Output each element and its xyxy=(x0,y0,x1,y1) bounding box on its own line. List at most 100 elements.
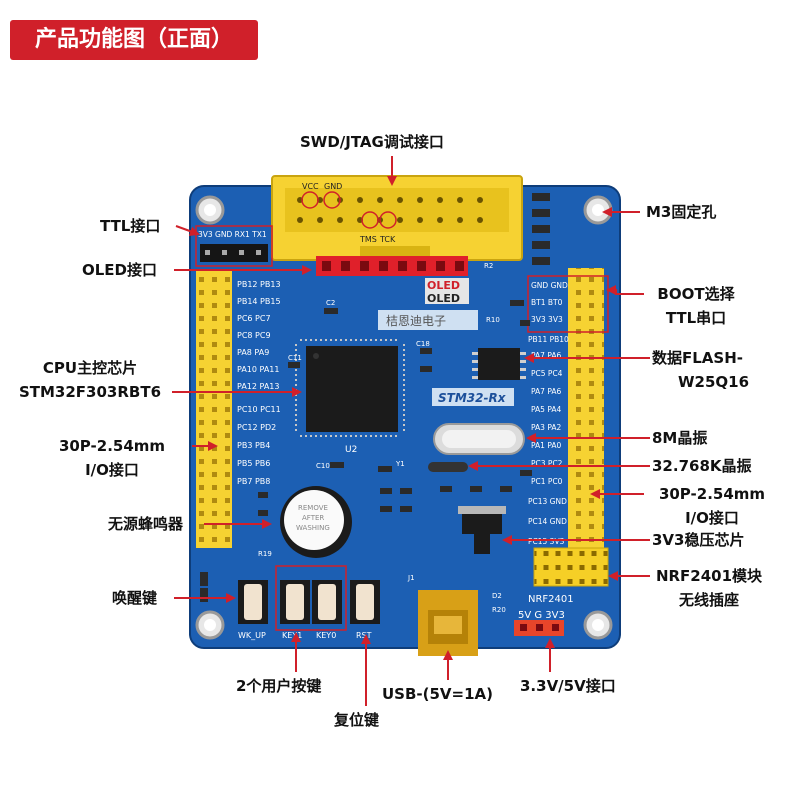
label-regulator: 3V3稳压芯片 xyxy=(652,531,745,549)
power-pin-header: 5V G 3V3 xyxy=(514,610,565,636)
svg-text:PA5 PA4: PA5 PA4 xyxy=(531,405,562,414)
right-pin-labels: GND GND BT1 BT0 3V3 3V3 PB11 PB10 PA7 PA… xyxy=(528,281,569,546)
label-cpu-1: CPU主控芯片 xyxy=(42,359,138,377)
svg-text:BT1 BT0: BT1 BT0 xyxy=(531,298,563,307)
regulator-chip xyxy=(458,506,506,554)
vcc-text: VCC xyxy=(302,182,319,191)
c18-text: C18 xyxy=(416,340,430,348)
label-io-left-1: 30P-2.54mm xyxy=(58,437,166,455)
svg-text:PC6 PC7: PC6 PC7 xyxy=(237,314,271,323)
crystal-32k xyxy=(428,462,468,472)
resistor-column xyxy=(532,193,550,265)
rst-silk: RST xyxy=(356,631,372,640)
svg-text:PC3 PC2: PC3 PC2 xyxy=(531,459,563,468)
label-usb: USB-(5V=1A) xyxy=(382,685,494,703)
svg-text:PC1 PC0: PC1 PC0 xyxy=(531,477,563,486)
oled-silk-1: OLED xyxy=(427,279,460,292)
usb-connector xyxy=(418,590,478,656)
svg-text:PA7 PA6: PA7 PA6 xyxy=(531,351,562,360)
right-io-header xyxy=(527,268,609,550)
c11-text: C11 xyxy=(288,354,302,362)
flash-chip xyxy=(472,348,526,380)
svg-text:PC14 GND: PC14 GND xyxy=(528,517,567,526)
svg-text:PB7 PB8: PB7 PB8 xyxy=(237,477,270,486)
label-flash-2: W25Q16 xyxy=(678,373,750,391)
label-nrf-1: NRF2401模块 xyxy=(655,567,763,585)
nrf-silk: NRF2401 xyxy=(528,594,574,605)
svg-text:PB14 PB15: PB14 PB15 xyxy=(237,297,281,306)
oled-silk-2: OLED xyxy=(427,292,460,305)
svg-text:AFTER: AFTER xyxy=(302,514,324,522)
label-m3-hole: M3固定孔 xyxy=(646,203,717,221)
ttl-header: 3V3 GND RX1 TX1 xyxy=(195,225,273,267)
label-boot: BOOT选择 xyxy=(657,285,735,303)
tms-text: TMS xyxy=(359,235,377,244)
label-flash-1: 数据FLASH- xyxy=(652,349,743,367)
c2-text: C2 xyxy=(326,299,335,307)
svg-text:GND GND: GND GND xyxy=(531,281,568,290)
svg-text:PC15 3V3: PC15 3V3 xyxy=(528,537,565,546)
key1-silk: KEY1 xyxy=(282,631,302,640)
label-io-right-1: 30P-2.54mm xyxy=(658,485,766,503)
label-io-left-2: I/O接口 xyxy=(85,461,139,479)
left-pin-labels: PB12 PB13 PB14 PB15 PC6 PC7 PC8 PC9 PA8 … xyxy=(237,280,281,486)
j1-text: J1 xyxy=(407,574,415,582)
svg-text:PA10 PA11: PA10 PA11 xyxy=(237,365,279,374)
label-swd-jtag: SWD/JTAG调试接口 xyxy=(300,133,444,151)
label-nrf-2: 无线插座 xyxy=(678,591,739,609)
oled-connector: OLED OLED xyxy=(316,256,469,305)
page-title: 产品功能图（正面） xyxy=(10,20,258,60)
callout-arrows xyxy=(172,156,650,706)
small-components xyxy=(200,300,532,602)
svg-text:PA8 PA9: PA8 PA9 xyxy=(237,348,269,357)
label-crystal-8m: 8M晶振 xyxy=(652,429,708,447)
r20-text: R20 xyxy=(492,606,506,614)
svg-text:PA1 PA0: PA1 PA0 xyxy=(531,441,562,450)
power-silk: 5V G 3V3 xyxy=(518,610,565,621)
svg-text:PC13 GND: PC13 GND xyxy=(528,497,567,506)
c10-text: C10 xyxy=(316,462,330,470)
wkup-silk: WK_UP xyxy=(238,631,266,640)
svg-text:PB12 PB13: PB12 PB13 xyxy=(237,280,281,289)
svg-text:PC8 PC9: PC8 PC9 xyxy=(237,331,271,340)
svg-text:PC12 PD2: PC12 PD2 xyxy=(237,423,276,432)
svg-text:PC5 PC4: PC5 PC4 xyxy=(531,369,563,378)
tck-text: TCK xyxy=(379,235,396,244)
cpu-chip: U2 xyxy=(295,339,405,455)
svg-text:WASHING: WASHING xyxy=(296,524,330,532)
r19-text: R19 xyxy=(258,550,272,558)
svg-text:PA7 PA6: PA7 PA6 xyxy=(531,387,562,396)
label-io-right-2: I/O接口 xyxy=(685,509,739,527)
label-buzzer: 无源蜂鸣器 xyxy=(108,515,184,533)
buttons: WK_UP KEY1 KEY0 RST xyxy=(238,565,380,640)
label-user-keys: 2个用户按键 xyxy=(236,677,322,695)
svg-text:REMOVE: REMOVE xyxy=(298,504,328,512)
maker-silkscreen: 桔恩迪电子 xyxy=(386,314,446,328)
label-wakeup: 唤醒键 xyxy=(112,589,158,607)
buzzer: REMOVE AFTER WASHING xyxy=(280,486,352,558)
label-reset: 复位键 xyxy=(334,711,380,729)
svg-text:PA3 PA2: PA3 PA2 xyxy=(531,423,562,432)
label-power-pins: 3.3V/5V接口 xyxy=(520,677,616,695)
label-oled: OLED接口 xyxy=(82,261,158,279)
r10-text: R10 xyxy=(486,316,500,324)
svg-text:PB3 PB4: PB3 PB4 xyxy=(237,441,270,450)
jtag-connector: VCC GND TMS TCK xyxy=(271,175,523,261)
svg-text:PB5 PB6: PB5 PB6 xyxy=(237,459,270,468)
ttl-header-text: 3V3 GND RX1 TX1 xyxy=(198,230,267,239)
label-crystal-32k: 32.768K晶振 xyxy=(652,457,752,475)
svg-text:3V3 3V3: 3V3 3V3 xyxy=(531,315,563,324)
gnd-text: GND xyxy=(324,182,342,191)
y1-text: Y1 xyxy=(395,460,405,468)
svg-text:PB11 PB10: PB11 PB10 xyxy=(528,335,569,344)
left-io-header xyxy=(196,270,232,548)
label-cpu-2: STM32F303RBT6 xyxy=(18,383,162,401)
crystal-8m xyxy=(433,423,525,455)
label-ttl: TTL接口 xyxy=(100,217,161,235)
key0-silk: KEY0 xyxy=(316,631,336,640)
d2-text: D2 xyxy=(492,592,502,600)
nrf-socket: NRF2401 xyxy=(528,547,609,605)
board-name-silkscreen: STM32-Rx xyxy=(438,391,507,405)
mounting-holes xyxy=(195,195,613,640)
